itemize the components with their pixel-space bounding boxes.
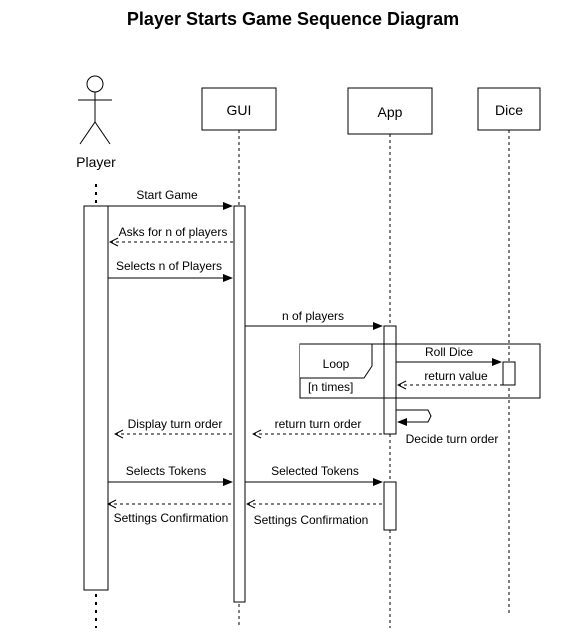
roll-dice-label: Roll Dice [425, 345, 473, 359]
app-label: App [378, 104, 403, 120]
start-game-label: Start Game [136, 188, 198, 202]
dice-label: Dice [495, 102, 523, 118]
settings-confirmation-gui-label: Settings Confirmation [114, 511, 229, 525]
app-activation-bar-1 [383, 325, 397, 435]
display-turn-order-label: Display turn order [128, 417, 223, 431]
player-activation-bar [83, 205, 109, 591]
diagram-title: Player Starts Game Sequence Diagram [127, 9, 459, 29]
player-actor-icon [78, 75, 112, 145]
app-activation-bar-2 [383, 481, 397, 531]
settings-confirmation-app-label: Settings Confirmation [254, 513, 369, 527]
selected-tokens-label: Selected Tokens [271, 464, 359, 478]
loop-fragment: Loop [n times] [299, 343, 541, 399]
decide-turn-order-arrow [396, 409, 432, 426]
gui-activation-bar [233, 205, 246, 603]
selects-n-label: Selects n of Players [116, 259, 222, 273]
player-label: Player [76, 154, 116, 170]
gui-label: GUI [227, 102, 252, 118]
dice-participant: Dice [477, 87, 541, 131]
selects-tokens-label: Selects Tokens [126, 464, 207, 478]
dice-activation-bar [502, 361, 516, 386]
return-turn-order-label: return turn order [275, 417, 362, 431]
loop-operator-label: Loop [323, 357, 350, 371]
return-value-label: return value [424, 369, 488, 383]
gui-participant: GUI [201, 87, 277, 131]
decide-turn-order-label: Decide turn order [406, 432, 499, 446]
asks-for-n-label: Asks for n of players [119, 225, 228, 239]
loop-guard-label: [n times] [308, 380, 353, 394]
app-participant: App [347, 87, 433, 135]
n-of-players-label: n of players [282, 309, 344, 323]
